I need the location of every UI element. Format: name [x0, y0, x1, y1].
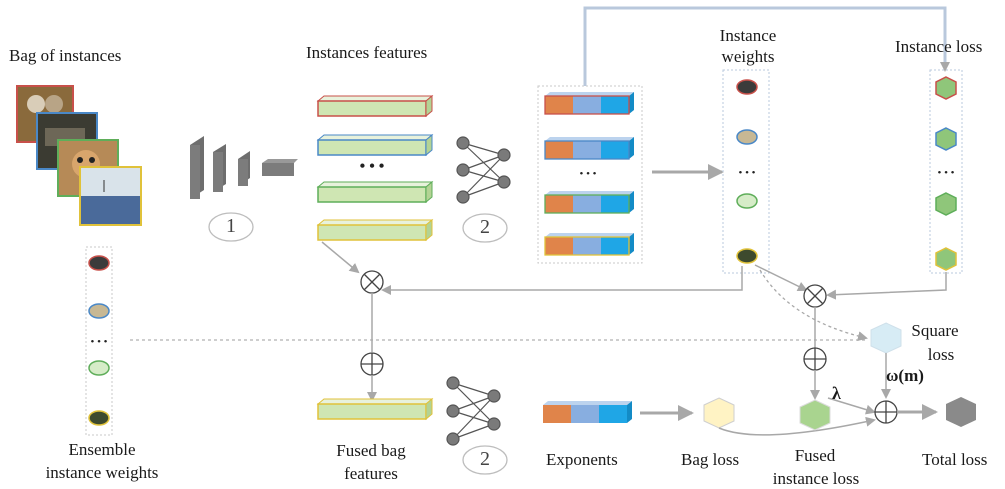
cnn-layers-icon: [190, 136, 298, 199]
bag-loss-to-total-arrow: [718, 416, 876, 436]
label-instance-loss: Instance loss: [895, 37, 983, 56]
fused-instance-loss-hexagon: [799, 399, 831, 431]
step-2-badge-bottom: [462, 445, 508, 475]
weights-ellipsis: • • •: [738, 167, 756, 179]
label-square-loss-line1: Square: [911, 321, 959, 340]
bag-images: [16, 85, 142, 226]
loss-to-right-multiply-arrow: [826, 272, 947, 300]
feature-bar-green: [316, 180, 434, 204]
step-1-badge: [208, 212, 254, 242]
instance-weight-ovals: [736, 79, 758, 264]
fused-bag-feature-bar: [316, 397, 434, 421]
label-fused-instance-loss-line1: Fused: [794, 446, 836, 465]
step-2-label-bottom: 2: [480, 448, 490, 470]
mlp-network-icon: [456, 136, 511, 204]
label-fused-instance-loss-line2: instance loss: [772, 469, 860, 488]
label-fused-bag-line1: Fused bag: [336, 441, 406, 460]
multiply-operator-icon: [360, 270, 384, 294]
weights-to-square-loss-dashed: [759, 269, 868, 342]
add-operator-icon: [360, 352, 384, 376]
label-instance-weights-line2: weights: [721, 47, 775, 66]
step-2-label-top: 2: [480, 216, 490, 238]
total-loss-hexagon: [946, 397, 976, 427]
add-operator-icon-right: [803, 347, 827, 371]
exponents-block: [543, 401, 632, 423]
feature-bar-blue: [316, 133, 434, 157]
fused-loss-to-total-arrow: [827, 397, 876, 415]
weights-to-right-multiply-arrow: [754, 264, 808, 291]
exponent-rows: [544, 92, 634, 256]
step-2-badge-top: [462, 213, 508, 243]
exponent-row-blue: [544, 137, 634, 160]
step-1-label: 1: [226, 215, 236, 237]
top-loop-arrow: [583, 6, 950, 86]
label-ensemble-line1: Ensemble: [68, 440, 136, 459]
feature-ellipsis: • • •: [359, 158, 385, 175]
instance-features: [316, 94, 434, 242]
label-exponents: Exponents: [546, 450, 618, 469]
square-loss-hexagon: [870, 322, 902, 354]
exponent-row-red: [544, 92, 634, 115]
loss-ellipsis: • • •: [937, 167, 955, 179]
exponent-ellipsis: • • •: [579, 168, 597, 180]
features-to-multiply-arrow: [321, 241, 360, 274]
instance-loss-hexagons: [935, 76, 957, 271]
ensemble-ellipsis: • • •: [90, 336, 108, 348]
label-total-loss: Total loss: [922, 450, 988, 469]
label-instance-weights-line1: Instance: [719, 26, 777, 45]
multiply-operator-icon-right: [803, 284, 827, 308]
label-bag-loss: Bag loss: [681, 450, 740, 469]
add-operator-icon-final: [874, 400, 898, 424]
exponent-column-box: [537, 85, 643, 264]
exponent-row-green: [544, 191, 634, 214]
bag-loss-hexagon: [703, 397, 735, 429]
label-bag-of-instances: Bag of instances: [9, 46, 122, 65]
label-instances-features: Instances features: [306, 43, 428, 62]
mlp-network-icon-bottom: [446, 376, 501, 446]
label-square-loss-line2: loss: [927, 345, 955, 364]
label-ensemble-line2: instance weights: [45, 463, 159, 482]
label-omega: ω(m): [886, 366, 924, 385]
instance-weights-box: [722, 69, 770, 274]
weights-to-multiply-arrow: [381, 266, 743, 295]
feature-bar-red: [316, 94, 434, 118]
label-lambda: λ: [832, 383, 841, 403]
ensemble-weights-box: [85, 246, 113, 436]
label-fused-bag-line2: features: [344, 464, 398, 483]
feature-bar-yellow: [316, 218, 434, 242]
ensemble-weight-ovals: [88, 255, 110, 426]
exponent-row-yellow: [544, 233, 634, 256]
